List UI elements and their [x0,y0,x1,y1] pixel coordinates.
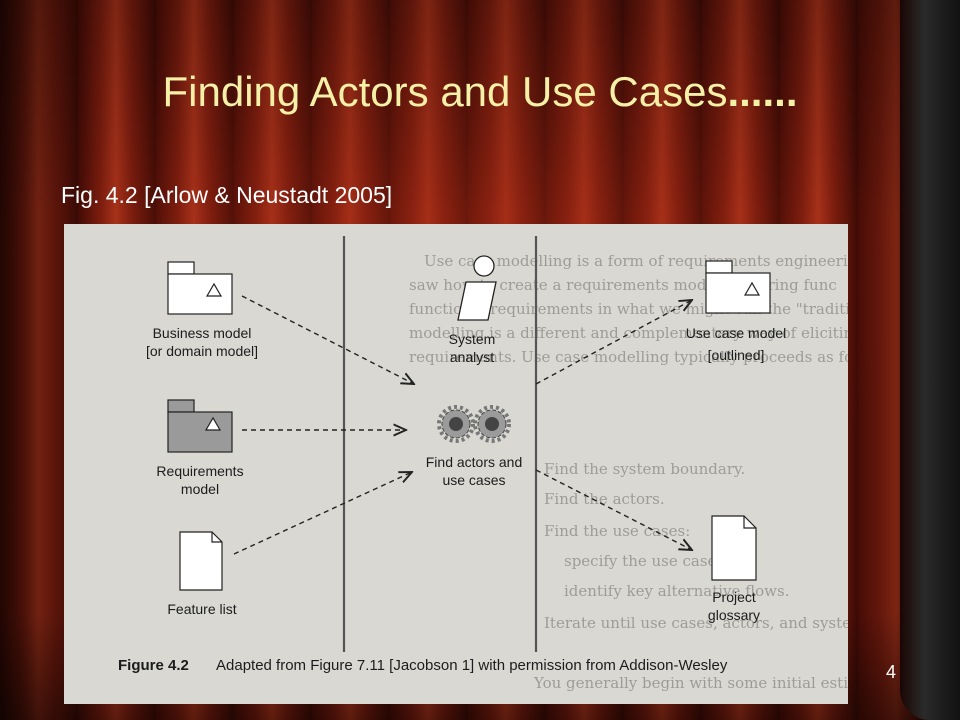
project-glossary-sublabel: glossary [708,607,760,623]
slide-title-dots: ...... [727,68,798,115]
bleed-line: Iterate until use cases, actors, and sys… [544,614,848,632]
bleed-line: Find the system boundary. [544,460,745,478]
triangle-icon [743,281,761,296]
feature-list-label: Feature list [167,601,236,617]
requirements-model-sublabel: model [181,481,219,497]
flow-arrows [233,295,692,555]
system-analyst-label: System [449,331,496,347]
activity-sublabel: use cases [442,472,505,488]
worker-head-icon [473,255,495,277]
business-model-package: Business model [or domain model] [146,261,258,359]
business-model-label: Business model [153,325,252,341]
worker-body-icon [457,281,497,321]
bleed-line: identify key alternative flows. [564,582,789,600]
bleed-line: You generally begin with some initial es… [533,674,848,692]
project-glossary-label: Project [712,589,756,605]
use-case-model-sublabel: [outlined] [708,347,765,363]
bleed-line: Find the actors. [544,490,665,508]
slide-title-text: Finding Actors and Use Cases [162,68,728,115]
arrow-features-to-activity [233,472,412,555]
system-analyst-sublabel: analyst [450,349,494,365]
bleed-line: specify the use case; [564,552,721,570]
system-analyst-worker: System analyst [449,255,497,365]
project-glossary-document: Project glossary [708,515,760,623]
bleed-line: requirements. Use case modelling typical… [409,348,848,366]
triangle-icon [204,416,222,431]
requirements-model-label: Requirements [156,463,243,479]
figure-caption-label: Figure 4.2 [118,657,189,674]
use-case-model-package: Use case model [outlined] [686,260,786,363]
gear-icon [437,405,475,443]
find-actors-activity: Find actors and use cases [426,405,523,488]
slide-title: Finding Actors and Use Cases...... [0,66,960,118]
requirements-model-package: Requirements model [156,399,244,497]
feature-list-document: Feature list [167,531,237,617]
side-drape [900,0,960,720]
business-model-sublabel: [or domain model] [146,343,258,359]
arrow-activity-to-usecase [535,300,692,385]
activity-diagram: Use case modelling is a form of requirem… [118,236,848,692]
page-number: 4 [886,662,897,682]
figure-reference: Fig. 4.2 [Arlow & Neustadt 2005] [61,182,393,208]
bleed-line: modelling is a different and complementa… [409,324,848,342]
bleed-line: Find the use cases: [544,522,690,540]
arrow-activity-to-glossary [535,469,692,550]
use-case-model-label: Use case model [686,325,786,341]
figure-scan: Use case modelling is a form of requirem… [64,224,848,704]
triangle-icon [205,282,223,297]
figure-caption-text: Adapted from Figure 7.11 [Jacobson 1] wi… [216,657,728,674]
arrow-business-to-activity [241,295,414,384]
gear-icon [473,405,511,443]
bleed-line: Use case modelling is a form of requirem… [424,252,848,270]
activity-label: Find actors and [426,454,523,470]
